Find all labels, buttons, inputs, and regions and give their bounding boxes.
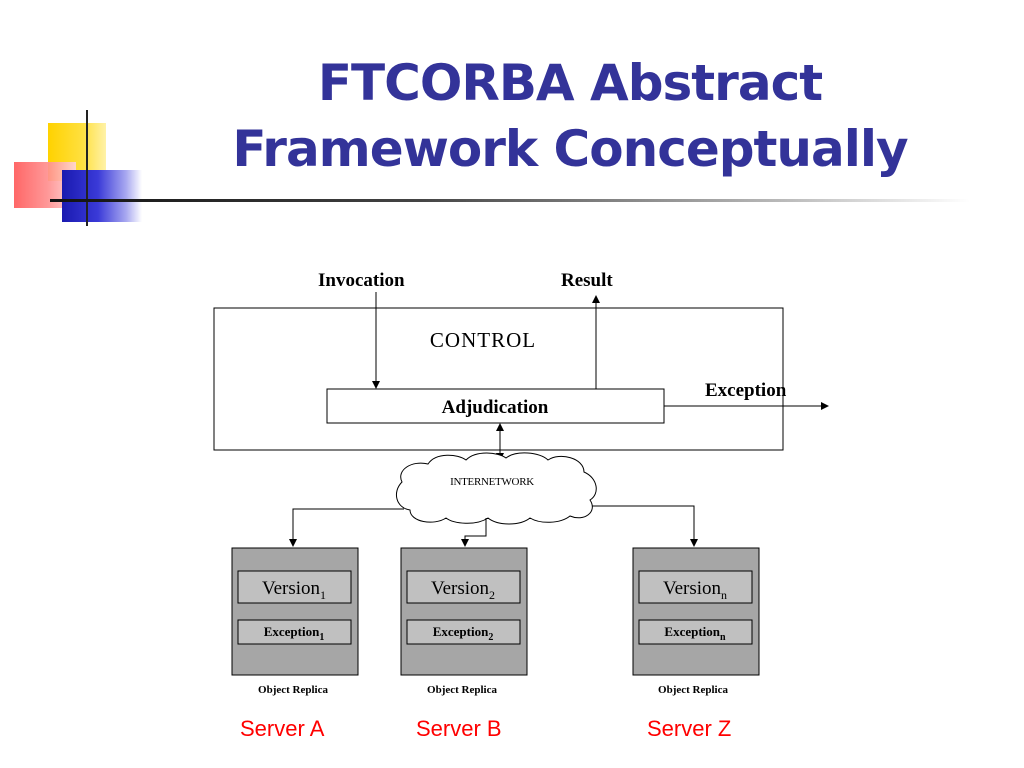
exception-label: Exception1 bbox=[264, 624, 325, 643]
version-label: Versionn bbox=[663, 578, 727, 602]
slide-title: FTCORBA Abstract Framework Conceptually bbox=[150, 50, 990, 182]
version-box bbox=[406, 570, 521, 604]
control-label: CONTROL bbox=[430, 328, 536, 352]
title-line-2: Framework Conceptually bbox=[232, 120, 908, 178]
object-replica-caption: Object Replica bbox=[427, 684, 497, 696]
internetwork-cloud bbox=[395, 452, 597, 525]
server-b-label: Server B bbox=[416, 716, 502, 741]
object-replica-caption: Object Replica bbox=[258, 684, 328, 696]
object-replica-caption: Object Replica bbox=[658, 684, 728, 696]
version-box bbox=[638, 570, 753, 604]
exception-box bbox=[638, 619, 753, 645]
internetwork-label: INTERNETWORK bbox=[450, 476, 534, 488]
exception-label: Exceptionn bbox=[664, 624, 726, 643]
replica-box bbox=[400, 547, 528, 676]
title-underline bbox=[50, 199, 970, 202]
adjudication-label: Adjudication bbox=[442, 397, 549, 418]
replica-box bbox=[231, 547, 359, 676]
replica-server-b: Version2 Exception2 Object Replica bbox=[400, 547, 528, 696]
replica-server-a: Version1 Exception1 Object Replica bbox=[231, 547, 359, 696]
title-line-1: FTCORBA Abstract bbox=[317, 54, 823, 112]
exception-box bbox=[406, 619, 521, 645]
replica-box bbox=[632, 547, 760, 676]
result-label: Result bbox=[561, 270, 613, 291]
exception-box bbox=[237, 619, 352, 645]
version-label: Version1 bbox=[262, 578, 326, 602]
version-label: Version2 bbox=[431, 578, 495, 602]
invocation-label: Invocation bbox=[318, 270, 405, 291]
version-box bbox=[237, 570, 352, 604]
adjudication-box bbox=[326, 388, 665, 424]
server-a-label: Server A bbox=[240, 716, 325, 741]
decor-vertical-line bbox=[86, 110, 88, 226]
exception-label: Exception2 bbox=[433, 624, 494, 643]
replica-server-z: Versionn Exceptionn Object Replica bbox=[632, 547, 760, 696]
server-z-label: Server Z bbox=[647, 716, 732, 741]
decor-blue-square bbox=[62, 170, 142, 222]
network-to-server-b bbox=[461, 518, 487, 547]
exception-label: Exception bbox=[705, 380, 787, 401]
network-to-server-a bbox=[289, 508, 404, 547]
network-to-server-z bbox=[592, 505, 698, 547]
